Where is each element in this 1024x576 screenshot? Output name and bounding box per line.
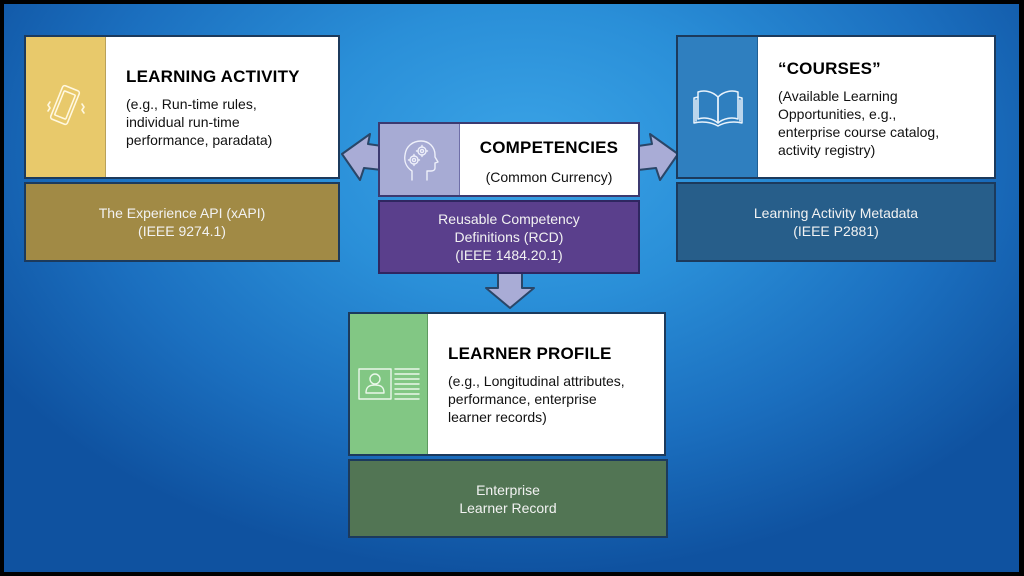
- courses-title: “COURSES”: [778, 59, 881, 78]
- courses-card: “COURSES” (Available Learning Opportunit…: [676, 35, 996, 179]
- desc-line: activity registry): [778, 142, 876, 158]
- learning-activity-title: LEARNING ACTIVITY: [126, 67, 300, 86]
- arrows-layer: [341, 133, 679, 309]
- competencies-card: COMPETENCIES (Common Currency): [378, 122, 640, 197]
- desc-line: learner records): [448, 409, 547, 425]
- desc-line: (e.g., Run-time rules,: [126, 96, 257, 112]
- courses-text: “COURSES” (Available Learning Opportunit…: [758, 37, 994, 177]
- learner-profile-title: LEARNER PROFILE: [448, 344, 612, 363]
- standard-name: Learner Record: [459, 499, 557, 516]
- competencies-subtitle: (Common Currency): [485, 169, 613, 185]
- desc-line: performance, enterprise: [448, 391, 597, 407]
- smartphone-vibrate-icon: [46, 84, 85, 126]
- learner-profile-text: LEARNER PROFILE (e.g., Longitudinal attr…: [428, 314, 664, 454]
- desc-line: individual run-time: [126, 114, 240, 130]
- desc-line: (Available Learning: [778, 88, 898, 104]
- id-card-icon: [357, 368, 420, 400]
- arrow-left-to-learning-activity: [341, 133, 383, 181]
- learning-activity-icon-panel: [26, 37, 106, 177]
- standard-id: (IEEE 9274.1): [138, 223, 226, 239]
- learning-activity-card: LEARNING ACTIVITY (e.g., Run-time rules,…: [24, 35, 340, 179]
- lam-standard-box: Learning Activity Metadata (IEEE P2881): [676, 182, 996, 262]
- courses-icon-panel: [678, 37, 758, 177]
- learning-activity-text: LEARNING ACTIVITY (e.g., Run-time rules,…: [106, 37, 338, 177]
- learner-profile-card: LEARNER PROFILE (e.g., Longitudinal attr…: [348, 312, 666, 456]
- standard-id: (IEEE P2881): [793, 223, 879, 239]
- learning-activity-description: (e.g., Run-time rules, individual run-ti…: [126, 95, 338, 149]
- elr-standard-box: Enterprise Learner Record: [348, 459, 668, 538]
- standard-name: Reusable Competency: [438, 211, 580, 227]
- standard-name: The Experience API (xAPI): [98, 205, 266, 221]
- standard-id: (IEEE 1484.20.1): [455, 247, 563, 263]
- competencies-title: COMPETENCIES: [479, 138, 619, 157]
- desc-line: Opportunities, e.g.,: [778, 106, 897, 122]
- learner-profile-icon-panel: [350, 314, 428, 454]
- desc-line: performance, paradata): [126, 132, 273, 148]
- xapi-standard-box: The Experience API (xAPI) (IEEE 9274.1): [24, 182, 340, 262]
- competencies-icon-panel: [380, 124, 460, 195]
- competencies-text: COMPETENCIES (Common Currency): [460, 124, 638, 195]
- courses-description: (Available Learning Opportunities, e.g.,…: [778, 87, 994, 159]
- rcd-standard-box: Reusable Competency Definitions (RCD) (I…: [378, 200, 640, 274]
- learner-profile-description: (e.g., Longitudinal attributes, performa…: [448, 372, 664, 426]
- arrow-right-to-courses: [637, 133, 679, 181]
- standard-name: Learning Activity Metadata: [753, 205, 919, 221]
- diagram-slide: LEARNING ACTIVITY (e.g., Run-time rules,…: [4, 4, 1019, 572]
- open-book-icon: [692, 90, 743, 127]
- standard-name: Definitions (RCD): [454, 229, 564, 245]
- desc-line: (e.g., Longitudinal attributes,: [448, 373, 625, 389]
- head-gears-icon: [403, 139, 439, 181]
- desc-line: enterprise course catalog,: [778, 124, 940, 140]
- arrow-down-to-learner-profile: [485, 272, 535, 309]
- standard-name: Enterprise: [476, 481, 540, 498]
